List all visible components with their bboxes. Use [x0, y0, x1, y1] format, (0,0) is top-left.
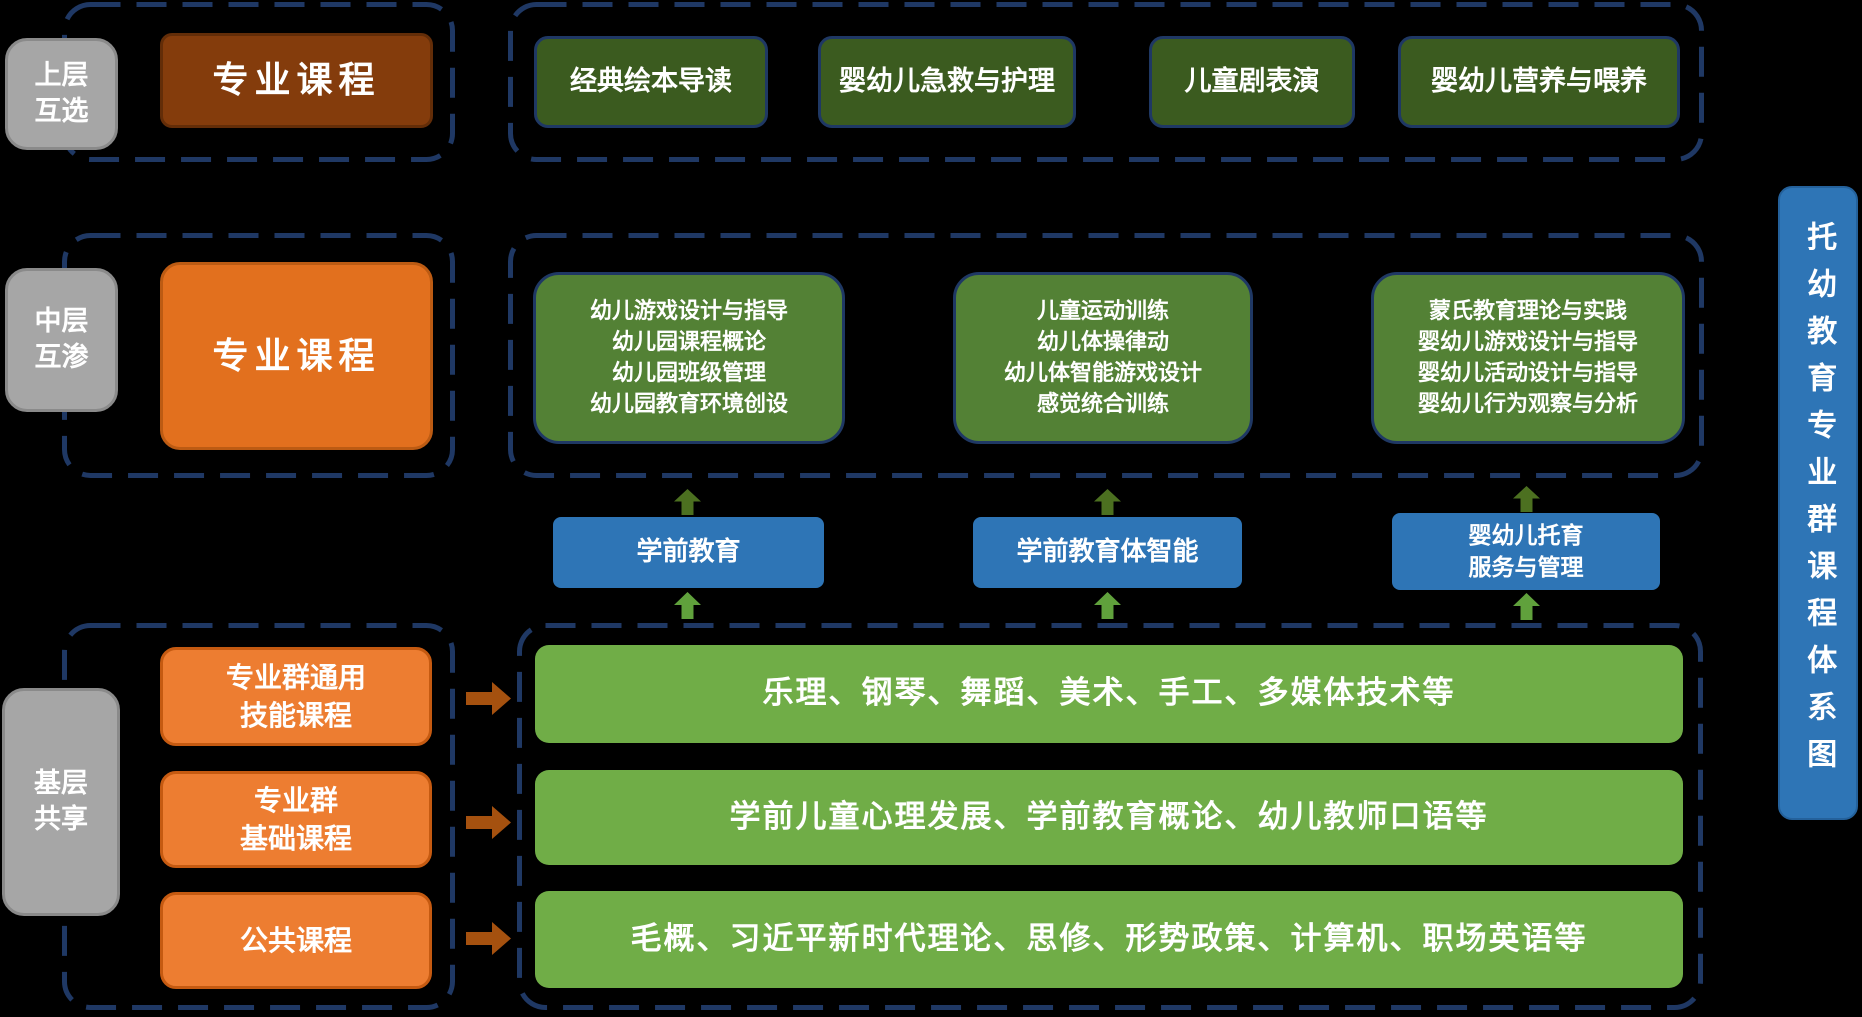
- program-box: 婴幼儿托育 服务与管理: [1392, 513, 1660, 590]
- base-course-bar: 学前儿童心理发展、学前教育概论、幼儿教师口语等: [535, 770, 1683, 865]
- base-course-bar: 毛概、习近平新时代理论、思修、形势政策、计算机、职场英语等: [535, 891, 1683, 988]
- top-course-box: 婴幼儿营养与喂养: [1398, 36, 1680, 128]
- group-general-skill-courses-box: 专业群通用 技能课程: [160, 647, 432, 746]
- up-arrow-icon: [1513, 486, 1540, 512]
- top-layer-courses-frame: [508, 2, 1704, 162]
- middle-professional-courses-box: 专业课程: [160, 262, 433, 450]
- top-course-box: 经典绘本导读: [534, 36, 768, 128]
- top-professional-courses-box: 专业课程: [160, 33, 433, 128]
- right-arrow-icon: [466, 922, 511, 955]
- middle-layer-courses-frame: [508, 233, 1704, 478]
- program-box: 学前教育: [553, 517, 824, 588]
- up-arrow-icon: [1094, 592, 1121, 619]
- right-arrow-icon: [466, 682, 511, 715]
- program-box: 学前教育体智能: [973, 517, 1242, 588]
- top-course-box: 婴幼儿急救与护理: [818, 36, 1076, 128]
- group-foundation-courses-box: 专业群 基础课程: [160, 771, 432, 868]
- up-arrow-icon: [1513, 593, 1540, 620]
- up-arrow-icon: [674, 592, 701, 619]
- middle-course-group-box: 幼儿游戏设计与指导 幼儿园课程概论 幼儿园班级管理 幼儿园教育环境创设: [533, 272, 845, 444]
- diagram-title-vertical: 托幼教育专业群课程体系图: [1778, 186, 1858, 820]
- up-arrow-icon: [674, 489, 701, 515]
- base-layer-label: 基层 共享: [2, 688, 120, 916]
- middle-layer-label: 中层 互渗: [5, 268, 118, 412]
- middle-course-group-box: 儿童运动训练 幼儿体操律动 幼儿体智能游戏设计 感觉统合训练: [953, 272, 1253, 444]
- base-layer-courses-frame: [517, 623, 1703, 1010]
- up-arrow-icon: [1094, 489, 1121, 515]
- base-course-bar: 乐理、钢琴、舞蹈、美术、手工、多媒体技术等: [535, 645, 1683, 743]
- top-course-box: 儿童剧表演: [1149, 36, 1355, 128]
- public-courses-box: 公共课程: [160, 892, 432, 989]
- middle-course-group-box: 蒙氏教育理论与实践 婴幼儿游戏设计与指导 婴幼儿活动设计与指导 婴幼儿行为观察与…: [1371, 272, 1685, 444]
- top-layer-label: 上层 互选: [5, 38, 118, 150]
- right-arrow-icon: [466, 806, 511, 839]
